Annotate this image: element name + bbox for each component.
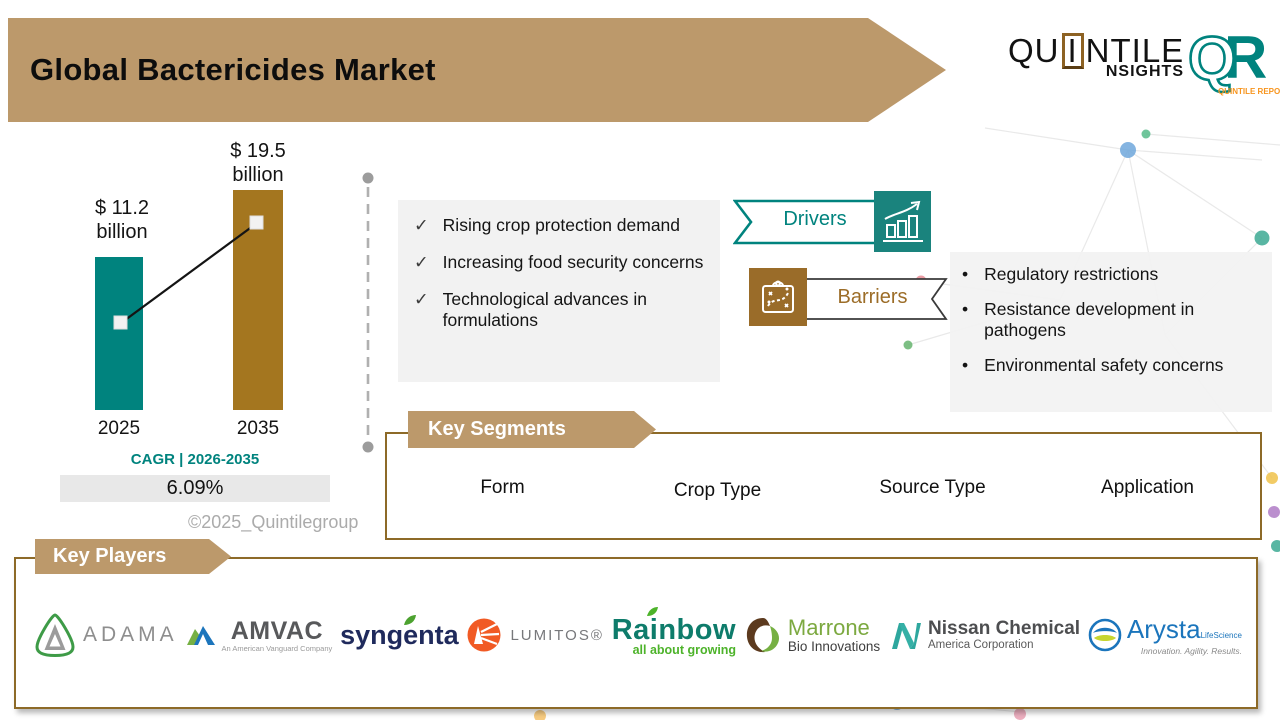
barriers-ribbon-label: Barriers [837,286,908,308]
barrier-item-text: Regulatory restrictions [984,264,1159,284]
drivers-ribbon-label: Drivers [783,208,847,230]
logo-nissan-chemical: Nissan Chemical America Corporation [888,617,1081,652]
key-players-logos: ADAMA AMVAC An American Vanguard Company… [34,592,1242,678]
insights-wordmark: NSIGHTS [1105,63,1184,80]
growth-chart-icon [874,191,931,252]
lumitos-wordmark: LUMITOS® [510,626,604,644]
value-unit: billion [232,163,284,186]
axis-label-2035: 2035 [236,418,280,439]
amvac-subtitle: An American Vanguard Company [221,644,333,653]
nissan-wordmark: Nissan Chemical [928,617,1081,639]
qr-caption: QUINTILE REPORTS [1218,87,1280,96]
logo-text-qu: QU [1008,32,1060,69]
segment-source-type: Source Type [879,477,986,498]
rainbow-leaf-icon [646,606,658,616]
arysta-wordmark: Arysta [1126,614,1201,644]
key-players-banner: Key Players [35,539,231,574]
syngenta-leaf-icon [404,614,417,625]
arysta-globe-icon [1088,618,1122,652]
driver-item: Increasing food security concerns [414,252,712,273]
logo-adama: ADAMA [34,612,178,658]
key-segments-banner: Key Segments [408,411,656,448]
cagr-value: 6.09% [60,475,330,502]
drivers-list: Rising crop protection demand Increasing… [398,200,720,382]
qr-letter-q: Q [1188,25,1236,94]
logo-amvac: AMVAC An American Vanguard Company [186,617,333,653]
adama-shield-icon [35,613,75,657]
barrier-item-text: Environmental safety concerns [984,355,1224,375]
trend-marker-2035 [249,215,264,230]
bullet-icon [962,355,984,376]
arysta-lifescience: LifeScience [1200,631,1242,640]
check-icon [414,215,443,236]
bar-2025 [95,257,143,410]
strategy-clipboard-icon [749,268,807,326]
axis-label-2025: 2025 [97,418,141,439]
key-segments-items: Form Crop Type Source Type Application [395,477,1255,502]
trend-marker-2025 [113,315,128,330]
driver-item-text: Rising crop protection demand [442,215,681,235]
bullet-icon [962,264,984,285]
key-players-box [14,557,1258,709]
marrone-leaf-swirl-icon [746,618,779,653]
bar-value-label-2025: $ 11.2 billion [72,197,172,244]
segment-form: Form [480,477,525,498]
title-banner: Global Bactericides Market [8,18,946,122]
amvac-arrow-icon [186,626,215,645]
marrone-wordmark: Marrone [787,614,870,640]
logo-arysta: ArystaLifeScience Innovation. Agility. R… [1088,614,1242,656]
value-unit: billion [96,220,148,243]
syngenta-wordmark: syngenta [340,619,459,650]
segment-crop-type: Crop Type [673,480,762,501]
arysta-tagline: Innovation. Agility. Results. [1140,646,1242,656]
key-segments-box [385,432,1262,540]
driver-item-text: Technological advances in formulations [442,289,647,330]
drivers-ribbon [733,199,893,245]
qr-letter-r: R [1224,24,1267,91]
logo-syngenta: syngenta [340,614,459,651]
check-icon [414,289,443,331]
dashed-divider [362,172,374,453]
boxed-i-mark: I [1061,33,1084,69]
nissan-n-icon [892,622,921,649]
value-amount: $ 11.2 [94,197,150,219]
segment-application: Application [1101,477,1194,498]
rainbow-slogan: all about growing [632,642,737,657]
barriers-list: Regulatory restrictions Resistance devel… [950,252,1272,412]
bar-value-label-2035: $ 19.5 billion [208,140,308,187]
qr-monogram-logo: R Q QUINTILE REPORTS [1188,24,1280,96]
copyright-watermark: ©2025_Quintilegroup [188,512,359,532]
barrier-item: Resistance development in pathogens [962,299,1266,341]
barrier-item: Regulatory restrictions [962,264,1266,285]
nissan-subtitle: America Corporation [928,639,1034,652]
logo-lumitos: LUMITOS® [466,617,603,653]
driver-item: Rising crop protection demand [414,215,712,236]
trend-line [113,215,264,330]
check-icon [414,252,443,273]
logo-rainbow: Rainbow all about growing [611,606,737,657]
logo-text-ntile: NTILE [1085,32,1185,69]
rainbow-wordmark: Rainbow [611,613,737,646]
driver-item: Technological advances in formulations [414,289,712,331]
logo-marrone: Marrone Bio Innovations [744,616,880,654]
value-amount: $ 19.5 [230,140,286,162]
marrone-subtitle: Bio Innovations [787,638,881,654]
barrier-item-text: Resistance development in pathogens [984,299,1195,340]
bullet-icon [962,299,984,341]
amvac-wordmark: AMVAC [230,617,324,645]
page-title: Global Bactericides Market [30,52,436,87]
barrier-item: Environmental safety concerns [962,355,1266,376]
adama-wordmark: ADAMA [83,623,178,646]
lumitos-lighthouse-icon [467,618,501,652]
driver-item-text: Increasing food security concerns [442,252,704,272]
cagr-label: CAGR | 2026-2035 [130,451,260,468]
